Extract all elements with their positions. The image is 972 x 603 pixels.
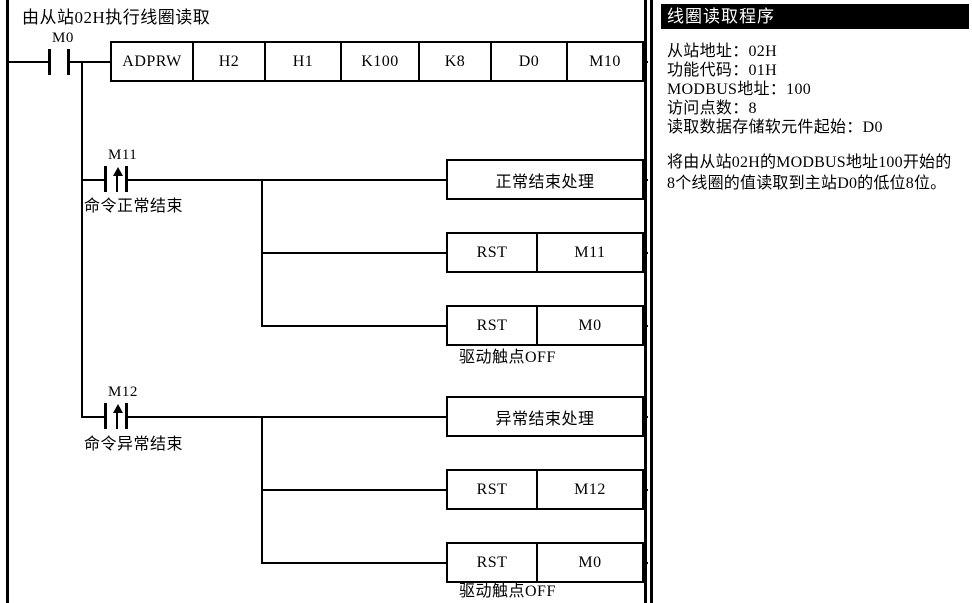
output-box-abnormal-end-process[interactable]: 异常结束处理 xyxy=(446,396,644,437)
contact-m12-rising-edge[interactable] xyxy=(104,403,128,429)
left-power-rail xyxy=(6,0,9,603)
output-comment-rst-m0-abnormal: 驱动触点OFF xyxy=(459,583,556,600)
contact-comment-m11: 命令正常结束 xyxy=(84,198,184,215)
instruction-box-adprw[interactable]: ADPRW H2 H1 K100 K8 D0 M10 xyxy=(110,41,644,82)
spec-function-code: 功能代码：01H xyxy=(667,62,777,79)
panel-divider xyxy=(650,0,653,603)
rising-edge-arrow-icon xyxy=(113,167,123,176)
output-box-normal-end-process[interactable]: 正常结束处理 xyxy=(446,159,644,200)
rising-edge-arrow-icon xyxy=(113,404,123,413)
panel-spec-list: 从站地址：02H 功能代码：01H MODBUS地址：100 访问点数：8 读取… xyxy=(667,42,967,137)
output-mnemonic: RST xyxy=(448,544,538,581)
rung6-wire-to-rail xyxy=(642,489,648,491)
instruction-cell-point-count: K8 xyxy=(420,43,492,80)
rung4-branch-wire xyxy=(261,325,448,327)
right-power-rail xyxy=(644,0,647,603)
branch-drop-m0-lower xyxy=(81,179,83,418)
rung7-branch-wire xyxy=(261,562,448,564)
output-mnemonic: RST xyxy=(448,234,538,271)
instruction-cell-modbus-address: K100 xyxy=(342,43,420,80)
rung5-wire-to-rail xyxy=(642,416,648,418)
rung2-wire-left xyxy=(81,179,106,181)
contact-label-m0: M0 xyxy=(52,30,74,46)
output-operand: M11 xyxy=(574,243,606,261)
contact-comment-m12: 命令异常结束 xyxy=(84,436,184,453)
instruction-cell-mnemonic: ADPRW xyxy=(112,43,194,80)
instruction-cell-slave-address: H2 xyxy=(194,43,266,80)
spec-modbus-address: MODBUS地址：100 xyxy=(667,81,812,98)
rung1-wire-to-rail xyxy=(642,61,648,63)
contact-bar-left xyxy=(104,403,107,429)
instruction-cell-function-code: H1 xyxy=(266,43,342,80)
output-mnemonic: RST xyxy=(448,307,538,344)
rung-title: 由从站02H执行线圈读取 xyxy=(22,8,211,27)
rung3-branch-wire xyxy=(261,252,448,254)
spec-point-count: 访问点数：8 xyxy=(667,100,757,117)
output-operand: M0 xyxy=(578,316,602,334)
contact-m11-rising-edge[interactable] xyxy=(104,166,128,192)
rung3-wire-to-rail xyxy=(642,252,648,254)
output-box-rst-m0-abnormal[interactable]: RST M0 xyxy=(446,542,644,583)
rung1-wire-left xyxy=(6,61,48,63)
rung5-wire-right xyxy=(126,416,446,418)
contact-bar-left xyxy=(48,49,51,75)
instruction-cell-storage-device: D0 xyxy=(492,43,568,80)
output-mnemonic: RST xyxy=(448,471,538,508)
contact-label-m12: M12 xyxy=(108,384,138,400)
spec-storage-device: 读取数据存储软元件起始：D0 xyxy=(667,119,883,136)
rung2-wire-to-rail xyxy=(642,179,648,181)
branch-drop-m0 xyxy=(81,61,83,181)
output-label: 异常结束处理 xyxy=(495,410,595,428)
ladder-diagram: 由从站02H执行线圈读取 M0 ADPRW H2 H1 K100 K8 D0 M… xyxy=(6,0,648,603)
output-box-rst-m11[interactable]: RST M11 xyxy=(446,232,644,273)
rising-edge-stem-icon xyxy=(116,411,118,429)
contact-bar-left xyxy=(104,166,107,192)
panel-description: 将由从站02H的MODBUS地址100开始的8个线圈的值读取到主站D0的低位8位… xyxy=(667,154,952,192)
output-operand: M12 xyxy=(574,480,606,498)
rung1-wire-right xyxy=(68,61,110,63)
rung6-branch-wire xyxy=(261,489,448,491)
rung7-wire-to-rail xyxy=(642,562,648,564)
output-box-rst-m12[interactable]: RST M12 xyxy=(446,469,644,510)
output-box-rst-m0-normal[interactable]: RST M0 xyxy=(446,305,644,346)
panel-title: 线圈读取程序 xyxy=(661,4,969,29)
rung2-wire-right xyxy=(126,179,446,181)
rising-edge-stem-icon xyxy=(116,174,118,192)
rung4-wire-to-rail xyxy=(642,325,648,327)
output-label: 正常结束处理 xyxy=(495,173,595,191)
contact-m0[interactable] xyxy=(48,49,70,75)
description-panel: 线圈读取程序 从站地址：02H 功能代码：01H MODBUS地址：100 访问… xyxy=(650,0,972,603)
rung5-wire-left xyxy=(81,416,106,418)
output-operand: M0 xyxy=(578,553,602,571)
contact-label-m11: M11 xyxy=(108,147,138,163)
output-comment-rst-m0-normal: 驱动触点OFF xyxy=(459,349,556,366)
spec-slave-address: 从站地址：02H xyxy=(667,43,777,60)
instruction-cell-status-device: M10 xyxy=(589,52,621,70)
